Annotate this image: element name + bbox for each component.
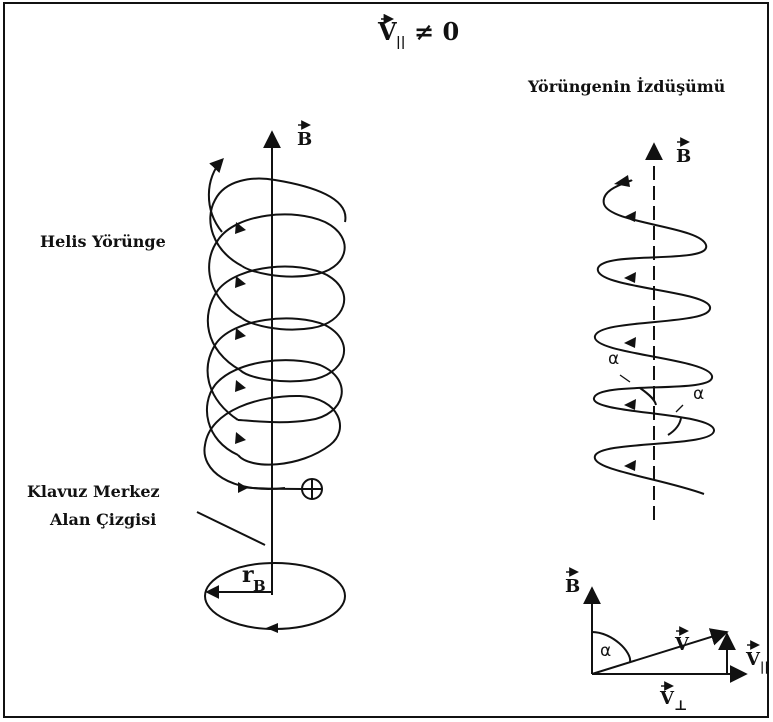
v-par-sub: || [760, 660, 769, 674]
frame-border [3, 2, 769, 718]
gyration-circle [204, 562, 346, 630]
v-par-label: V [745, 649, 761, 670]
guiding-label-2: Alan Çizgisi [49, 510, 156, 529]
right-b-label: B [676, 146, 691, 167]
v-perp-sub: ⊥ [674, 698, 687, 714]
vel-b-label: B [565, 576, 580, 597]
vel-alpha: α [600, 641, 611, 661]
projection-label: Yörüngenin İzdüşümü [527, 76, 726, 96]
title: V || ≠ 0 [377, 13, 459, 50]
rb-label: r [242, 562, 254, 588]
title-sub: || [396, 35, 405, 50]
helix-loops [203, 157, 347, 493]
alpha-label-1: α [608, 349, 619, 369]
projection-figure: B α α [593, 137, 716, 520]
guiding-label-1: Klavuz Merkez [27, 482, 160, 501]
rb-sub: B [253, 577, 266, 595]
guiding-pointer [196, 511, 266, 546]
helix-figure: B r B [196, 120, 347, 633]
charge-icon [301, 478, 323, 500]
projection-wave [593, 179, 716, 495]
helix-label: Helis Yörünge [40, 232, 166, 251]
left-b-label: B [297, 129, 312, 150]
alpha-label-2: α [693, 384, 704, 404]
v-perp-label: V [659, 688, 675, 709]
velocity-diagram: B α V V ⊥ V || [565, 567, 769, 714]
title-rest: ≠ 0 [414, 17, 459, 46]
title-v: V [377, 17, 397, 46]
v-label: V [674, 634, 690, 655]
